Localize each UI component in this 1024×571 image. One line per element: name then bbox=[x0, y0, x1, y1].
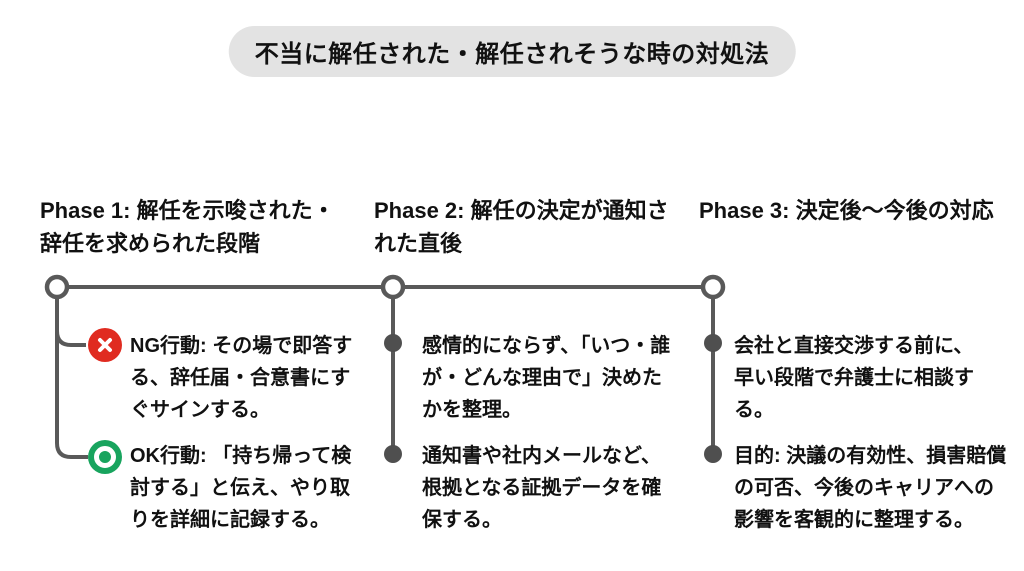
phase-3-node-circle bbox=[700, 274, 726, 300]
phase-2-item-2-text: 通知書や社内メールなど、根拠となる証拠データを確保する。 bbox=[422, 445, 662, 531]
phase-2-node-circle bbox=[380, 274, 406, 300]
cross-glyph bbox=[98, 338, 112, 352]
phase-3-item-2-text: 目的: 決議の有効性、損害賠償の可否、今後のキャリアへの影響を客観的に整理する。 bbox=[734, 445, 1007, 531]
phase-2-item-1-text: 感情的にならず、「いつ・誰が・どんな理由で」決めたかを整理。 bbox=[422, 335, 671, 421]
phase-1-item-1-text: NG行動: その場で即答する、辞任届・合意書にすぐサインする。 bbox=[130, 335, 353, 421]
phase-1-branch-curve bbox=[55, 330, 86, 347]
ok-ring-glyph bbox=[94, 446, 116, 468]
phase-1-vertical-line bbox=[55, 287, 88, 459]
phase-2-item-2-dot bbox=[384, 445, 402, 463]
phase-1-item-2-text: OK行動: 「持ち帰って検討する」と伝え、やり取りを詳細に記録する。 bbox=[130, 445, 352, 531]
phase-3-title: Phase 3: 決定後〜今後の対応 bbox=[699, 198, 994, 223]
phase-3-item-2-dot bbox=[704, 445, 722, 463]
ok-circle-icon bbox=[88, 440, 122, 474]
phase-1-title: Phase 1: 解任を示唆された・辞任を求められた段階 bbox=[40, 198, 335, 256]
phase-2-item-1-dot bbox=[384, 334, 402, 352]
phase-2-title: Phase 2: 解任の決定が通知された直後 bbox=[374, 198, 669, 256]
phase-1-node-circle bbox=[44, 274, 70, 300]
phase-3-item-1-dot bbox=[704, 334, 722, 352]
ng-cross-icon bbox=[88, 328, 122, 362]
phase-3-item-1-text: 会社と直接交渉する前に、早い段階で弁護士に相談する。 bbox=[734, 335, 974, 421]
page-title: 不当に解任された・解任されそうな時の対処法 bbox=[228, 26, 796, 77]
